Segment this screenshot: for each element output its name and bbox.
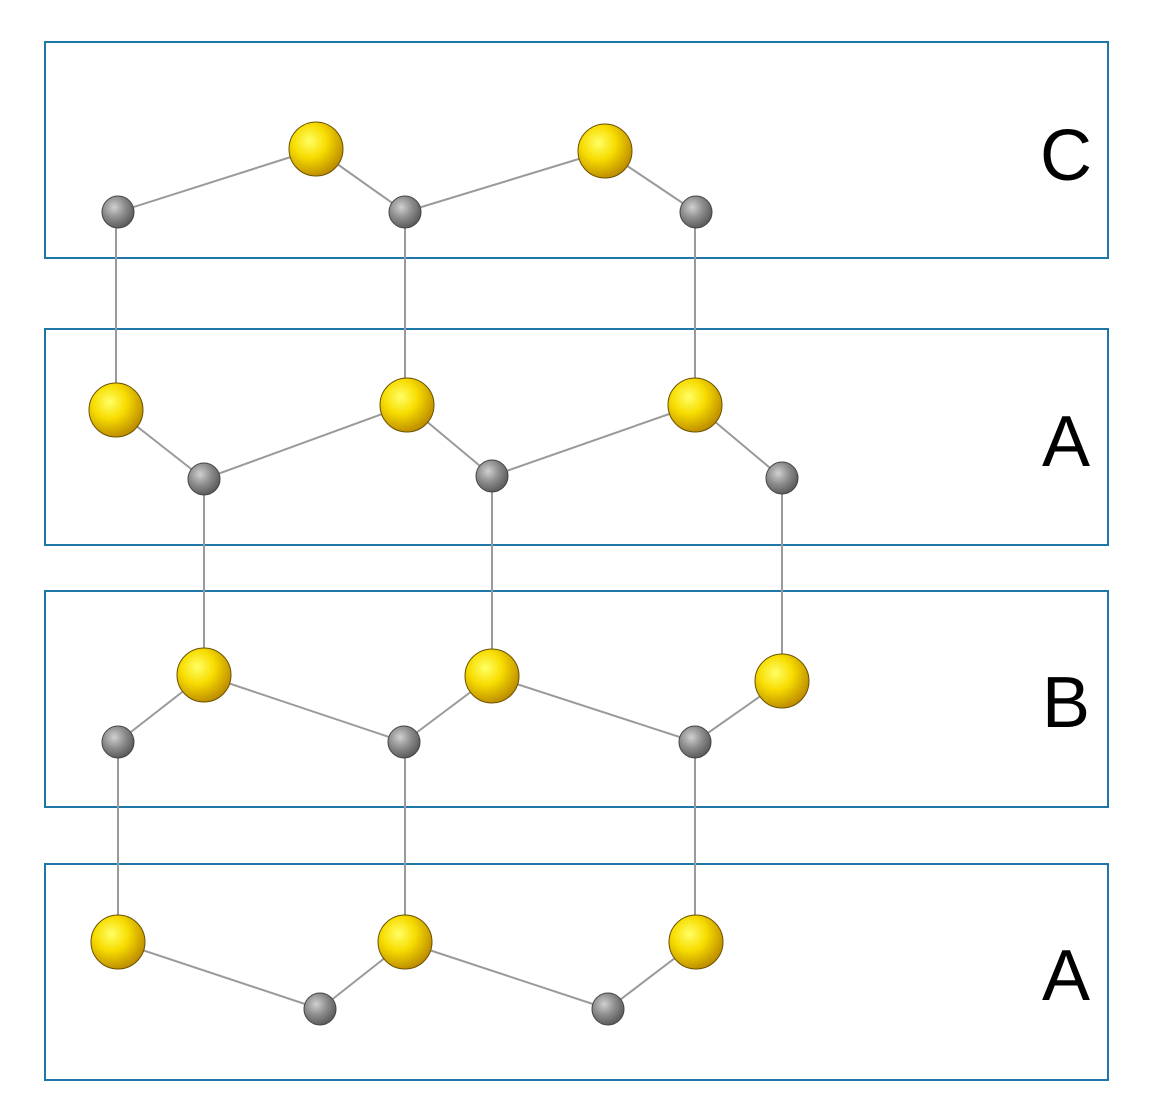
small-atom-gray [678, 725, 712, 759]
bond [404, 941, 609, 1010]
large-atom-yellow [464, 648, 520, 704]
small-atom-gray [765, 461, 799, 495]
layer-label-c: C [1040, 116, 1092, 196]
small-atom-gray [101, 195, 135, 229]
small-atom-gray [475, 459, 509, 493]
layer-box-a-upper [44, 328, 1109, 546]
bond [404, 150, 606, 213]
large-atom-yellow [176, 647, 232, 703]
small-atom-gray [679, 195, 713, 229]
large-atom-yellow [667, 377, 723, 433]
large-atom-yellow [668, 914, 724, 970]
small-atom-gray [388, 195, 422, 229]
layer-box-b [44, 590, 1109, 808]
small-atoms [101, 195, 799, 1026]
layer-box-a-lower [44, 863, 1109, 1081]
large-atom-yellow [754, 653, 810, 709]
small-atom-gray [387, 725, 421, 759]
bond [203, 674, 405, 743]
layer-box-c [44, 41, 1109, 259]
bond [117, 941, 321, 1010]
bonds [115, 148, 783, 1010]
small-atom-gray [101, 725, 135, 759]
layer-label-a-lower: A [1042, 936, 1090, 1016]
layer-label-b: B [1042, 663, 1090, 743]
large-atom-yellow [90, 914, 146, 970]
bond [491, 404, 696, 477]
bond [203, 404, 408, 480]
layer-label-a-upper: A [1042, 402, 1090, 482]
large-atom-yellow [377, 914, 433, 970]
large-atom-yellow [88, 382, 144, 438]
large-atoms [88, 121, 810, 970]
large-atom-yellow [288, 121, 344, 177]
large-atom-yellow [577, 123, 633, 179]
small-atom-gray [303, 992, 337, 1026]
large-atom-yellow [379, 377, 435, 433]
small-atom-gray [591, 992, 625, 1026]
small-atom-gray [187, 462, 221, 496]
bond [491, 675, 696, 743]
bond [117, 148, 317, 213]
